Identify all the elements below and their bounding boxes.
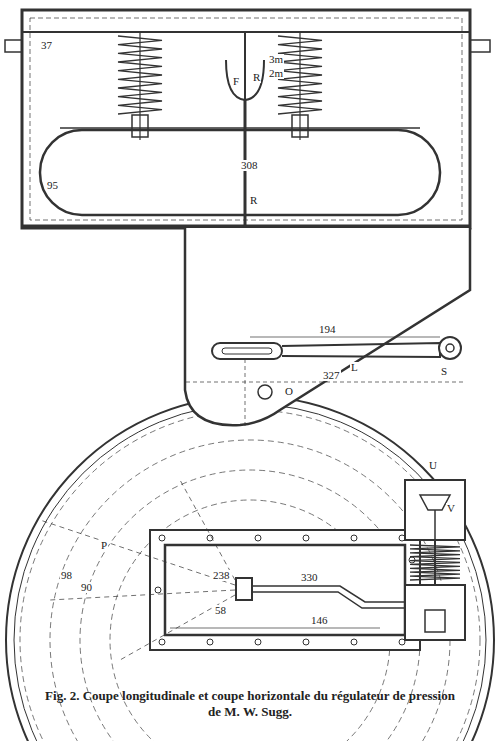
bolt-hole <box>409 557 415 563</box>
pivot <box>439 337 461 359</box>
radial-lines <box>40 480 235 660</box>
dimension-label: R <box>249 195 258 206</box>
coil-spring <box>410 545 460 580</box>
valve-box <box>150 530 420 650</box>
slot-opening <box>222 348 272 354</box>
valve-box-inner <box>165 545 405 635</box>
dimension-label: 146 <box>310 615 329 626</box>
outer-ring <box>6 396 494 741</box>
dimension-label: 95 <box>46 180 59 191</box>
dim-line <box>186 382 466 383</box>
bolt-hole <box>255 639 261 645</box>
lever <box>282 343 440 357</box>
valve-linkage <box>252 586 425 608</box>
axis-line <box>245 352 246 428</box>
dimension-label: 194 <box>318 324 337 335</box>
valve-pipe <box>434 540 436 585</box>
dimension-label: P <box>100 540 108 551</box>
dimension-label: 98 <box>60 570 73 581</box>
valve-plug <box>425 610 445 632</box>
dimension-label: F <box>232 76 240 87</box>
inner-ring <box>14 404 486 741</box>
float-bell <box>40 130 440 215</box>
bolt-hole <box>159 639 165 645</box>
fork-stem <box>244 32 246 100</box>
dimension-label: 58 <box>214 605 227 616</box>
dimension-label: 3m <box>268 54 284 65</box>
lever-slot <box>212 343 282 359</box>
bolt-hole <box>303 535 309 541</box>
coil-spring <box>278 36 322 114</box>
dimension-label: 2m <box>268 68 284 79</box>
springs <box>118 36 460 580</box>
pivot-pin <box>446 344 454 352</box>
bolt-hole <box>399 639 405 645</box>
bolt-hole <box>351 535 357 541</box>
dimension-label: L <box>350 362 359 373</box>
lever-head <box>236 578 252 600</box>
dimension-label: 308 <box>240 160 259 171</box>
dimension-label: 327 <box>322 370 341 381</box>
dim-line <box>250 337 440 338</box>
bolt-hole <box>399 535 405 541</box>
hole-o <box>258 385 272 399</box>
flange-right <box>470 40 490 52</box>
coil-spring <box>118 36 162 114</box>
valve-stem <box>434 510 436 540</box>
bell-plate <box>60 127 420 129</box>
bolt-hole <box>351 639 357 645</box>
dimension-label: S <box>440 366 448 377</box>
figure-caption: Fig. 2. Coupe longitudinale et coupe hor… <box>40 688 460 721</box>
dimension-label: R <box>252 72 261 83</box>
dimension-label: V <box>446 503 456 514</box>
dashed-circles <box>20 410 480 741</box>
bolt-hole <box>207 639 213 645</box>
dim-line <box>170 628 380 629</box>
valve-body <box>405 480 465 540</box>
valve-lower-body <box>405 585 465 640</box>
bolt-hole <box>255 535 261 541</box>
bolt-holes <box>155 535 415 645</box>
dimension-label: O <box>284 386 294 397</box>
dimension-label: 90 <box>80 582 93 593</box>
lower-chamber <box>185 228 470 425</box>
dimension-label: 238 <box>212 570 231 581</box>
bolt-hole <box>207 535 213 541</box>
bolt-hole <box>155 587 161 593</box>
dimension-label: U <box>428 460 438 471</box>
bolt-hole <box>303 639 309 645</box>
bolt-hole <box>159 535 165 541</box>
dimension-label: 330 <box>300 572 319 583</box>
flange-left <box>5 40 22 52</box>
dimension-label: 37 <box>40 40 53 51</box>
